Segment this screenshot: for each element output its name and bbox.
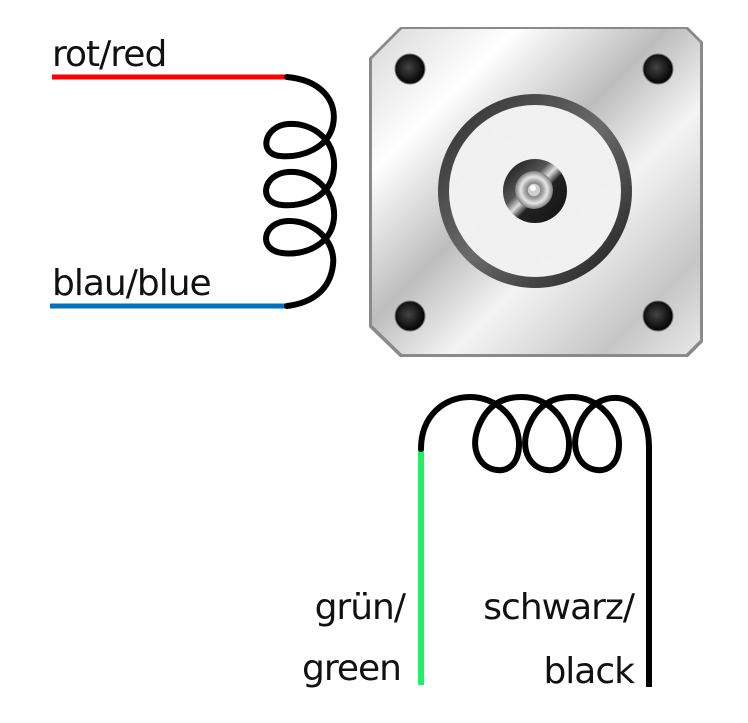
- coil-b: grün/ green schwarz/ black: [302, 394, 652, 692]
- label-blue-wire: blau/blue: [52, 263, 211, 304]
- coil-b-winding: [418, 394, 652, 474]
- label-black-wire-line2: black: [543, 651, 635, 692]
- label-red-wire: rot/red: [52, 34, 166, 75]
- stepper-motor-front-icon: [369, 27, 703, 357]
- mounting-hole-top-left: [394, 53, 426, 85]
- label-black-wire-line1: schwarz/: [483, 587, 636, 628]
- mounting-hole-top-right: [642, 53, 674, 85]
- mounting-hole-bottom-left: [394, 300, 426, 332]
- label-green-wire-line2: green: [302, 648, 401, 689]
- mounting-hole-bottom-right: [642, 300, 674, 332]
- coil-a: rot/red blau/blue: [50, 34, 338, 309]
- shaft-highlight: [530, 185, 536, 191]
- coil-a-winding: [263, 74, 338, 309]
- label-green-wire-line1: grün/: [315, 587, 407, 628]
